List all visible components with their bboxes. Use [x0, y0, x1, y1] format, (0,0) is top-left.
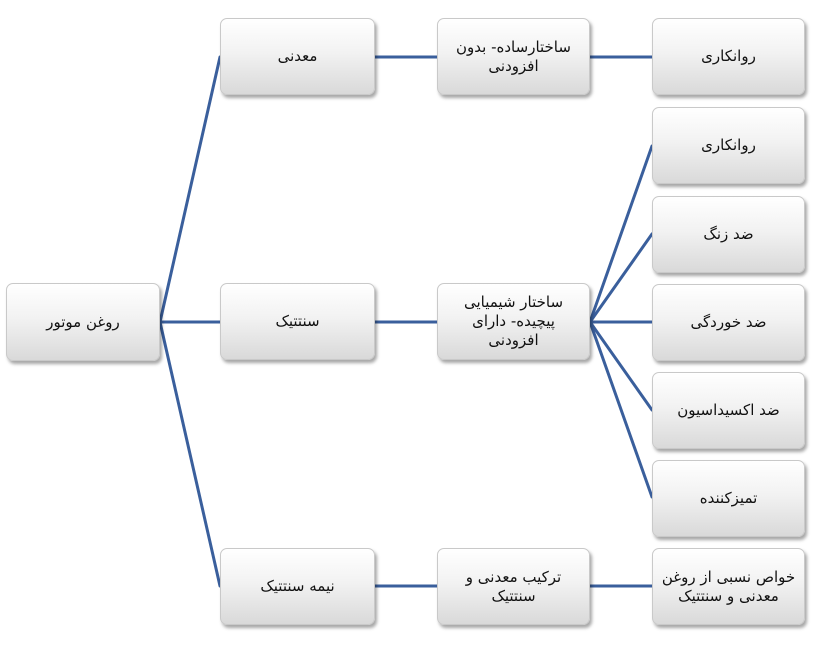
- edge-syn-prop-1: [588, 144, 654, 324]
- edge-syn-prop-2: [588, 232, 654, 324]
- node-synthetic-property-lubrication: روانکاری: [652, 107, 805, 184]
- node-synthetic-property-label: ضد زنگ: [703, 225, 754, 243]
- node-synthetic-structure: ساختار شیمیایی پیچیده- دارای افزودنی: [437, 283, 590, 360]
- edge-syn-prop-4: [588, 320, 654, 412]
- node-synthetic-property-cleaner: تمیزکننده: [652, 460, 805, 537]
- node-mineral-structure: ساختارساده- بدون افزودنی: [437, 18, 590, 95]
- node-mineral-structure-label: ساختارساده- بدون افزودنی: [456, 37, 571, 75]
- node-semi-synthetic: نیمه سنتتیک: [220, 548, 375, 625]
- node-synthetic-structure-label: ساختار شیمیایی پیچیده- دارای افزودنی: [463, 293, 564, 349]
- node-mineral-label: معدنی: [277, 47, 318, 65]
- node-synthetic-property-label: ضد اکسیداسیون: [677, 401, 780, 419]
- node-synthetic: سنتتیک: [220, 283, 375, 360]
- node-semi-synthetic-property: خواص نسبی از روغن معدنی و سنتتیک: [652, 548, 805, 625]
- node-synthetic-label: سنتتیک: [275, 312, 320, 330]
- node-synthetic-property-anti-corrosion: ضد خوردگی: [652, 284, 805, 361]
- node-semi-synthetic-structure: ترکیب معدنی و سنتتیک: [437, 548, 590, 625]
- node-mineral: معدنی: [220, 18, 375, 95]
- node-synthetic-property-label: ضد خوردگی: [690, 313, 767, 331]
- node-semi-synthetic-structure-label: ترکیب معدنی و سنتتیک: [465, 567, 562, 605]
- node-root-label: روغن موتور: [46, 312, 120, 331]
- node-semi-synthetic-property-label: خواص نسبی از روغن معدنی و سنتتیک: [661, 567, 796, 605]
- edge-syn-prop-5: [588, 320, 654, 499]
- node-synthetic-property-anti-rust: ضد زنگ: [652, 196, 805, 273]
- edge-root-mineral: [158, 55, 222, 324]
- node-synthetic-property-anti-oxidation: ضد اکسیداسیون: [652, 372, 805, 449]
- node-semi-synthetic-label: نیمه سنتتیک: [260, 577, 335, 595]
- node-synthetic-property-label: روانکاری: [701, 136, 756, 154]
- node-root: روغن موتور: [6, 283, 160, 361]
- node-synthetic-property-label: تمیزکننده: [699, 489, 758, 507]
- edge-root-semi: [158, 320, 222, 588]
- node-mineral-property: روانکاری: [652, 18, 805, 95]
- node-mineral-property-label: روانکاری: [701, 47, 756, 65]
